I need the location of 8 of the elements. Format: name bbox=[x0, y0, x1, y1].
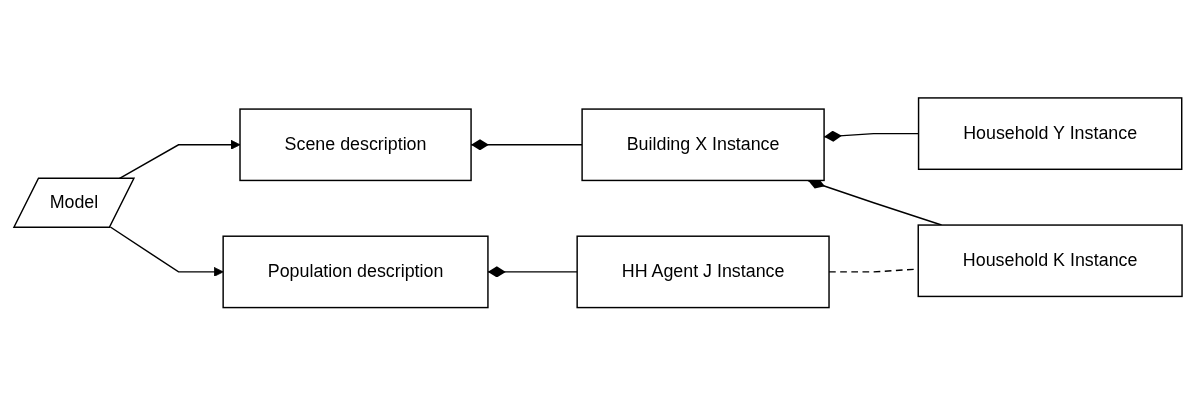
node-box: Scene description bbox=[239, 108, 472, 181]
node-box: Population description bbox=[222, 235, 489, 309]
node-box: HH Agent J Instance bbox=[576, 235, 830, 309]
connector bbox=[487, 266, 578, 278]
arrow bbox=[109, 226, 224, 277]
node-box: Building X Instance bbox=[581, 108, 825, 181]
node-box: Household K Instance bbox=[917, 224, 1183, 297]
node-box: Household Y Instance bbox=[917, 96, 1183, 170]
